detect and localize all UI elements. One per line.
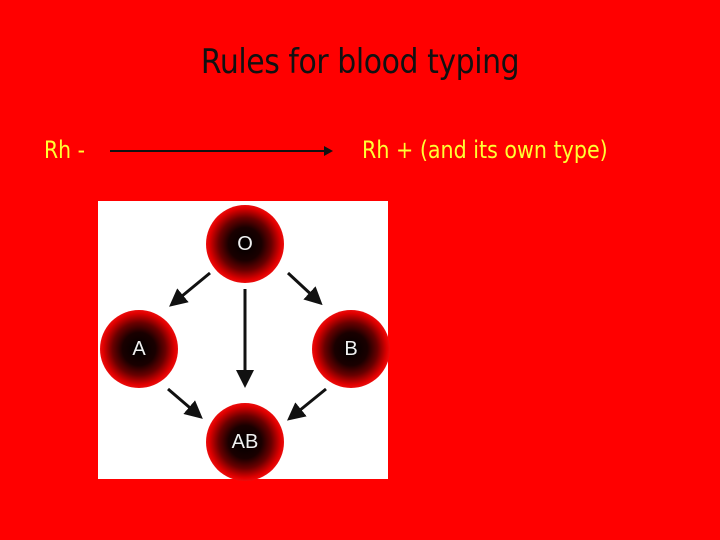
arrow-right-icon xyxy=(324,146,333,156)
blood-cell-ab-label: AB xyxy=(231,430,259,453)
blood-cell-b-label: B xyxy=(344,337,358,360)
compatibility-arrows xyxy=(167,271,327,421)
arrow-o-to-a xyxy=(169,271,211,307)
blood-cell-b: B xyxy=(312,310,390,388)
blood-cell-o-label: O xyxy=(237,232,253,255)
arrow-o-to-b xyxy=(286,271,323,306)
slide-title: Rules for blood typing xyxy=(200,42,520,82)
blood-cell-o: O xyxy=(206,205,284,283)
blood-cell-a: A xyxy=(100,310,178,388)
rule-arrow-line xyxy=(110,150,326,152)
blood-cell-a-label: A xyxy=(132,337,146,360)
rh-negative-label: Rh - xyxy=(44,136,85,164)
arrow-a-to-ab xyxy=(167,387,203,419)
blood-type-compatibility-diagram: O A B AB xyxy=(98,201,390,481)
blood-cell-ab: AB xyxy=(206,403,284,481)
arrow-b-to-ab xyxy=(287,387,327,421)
rh-positive-label: Rh + (and its own type) xyxy=(362,136,608,164)
